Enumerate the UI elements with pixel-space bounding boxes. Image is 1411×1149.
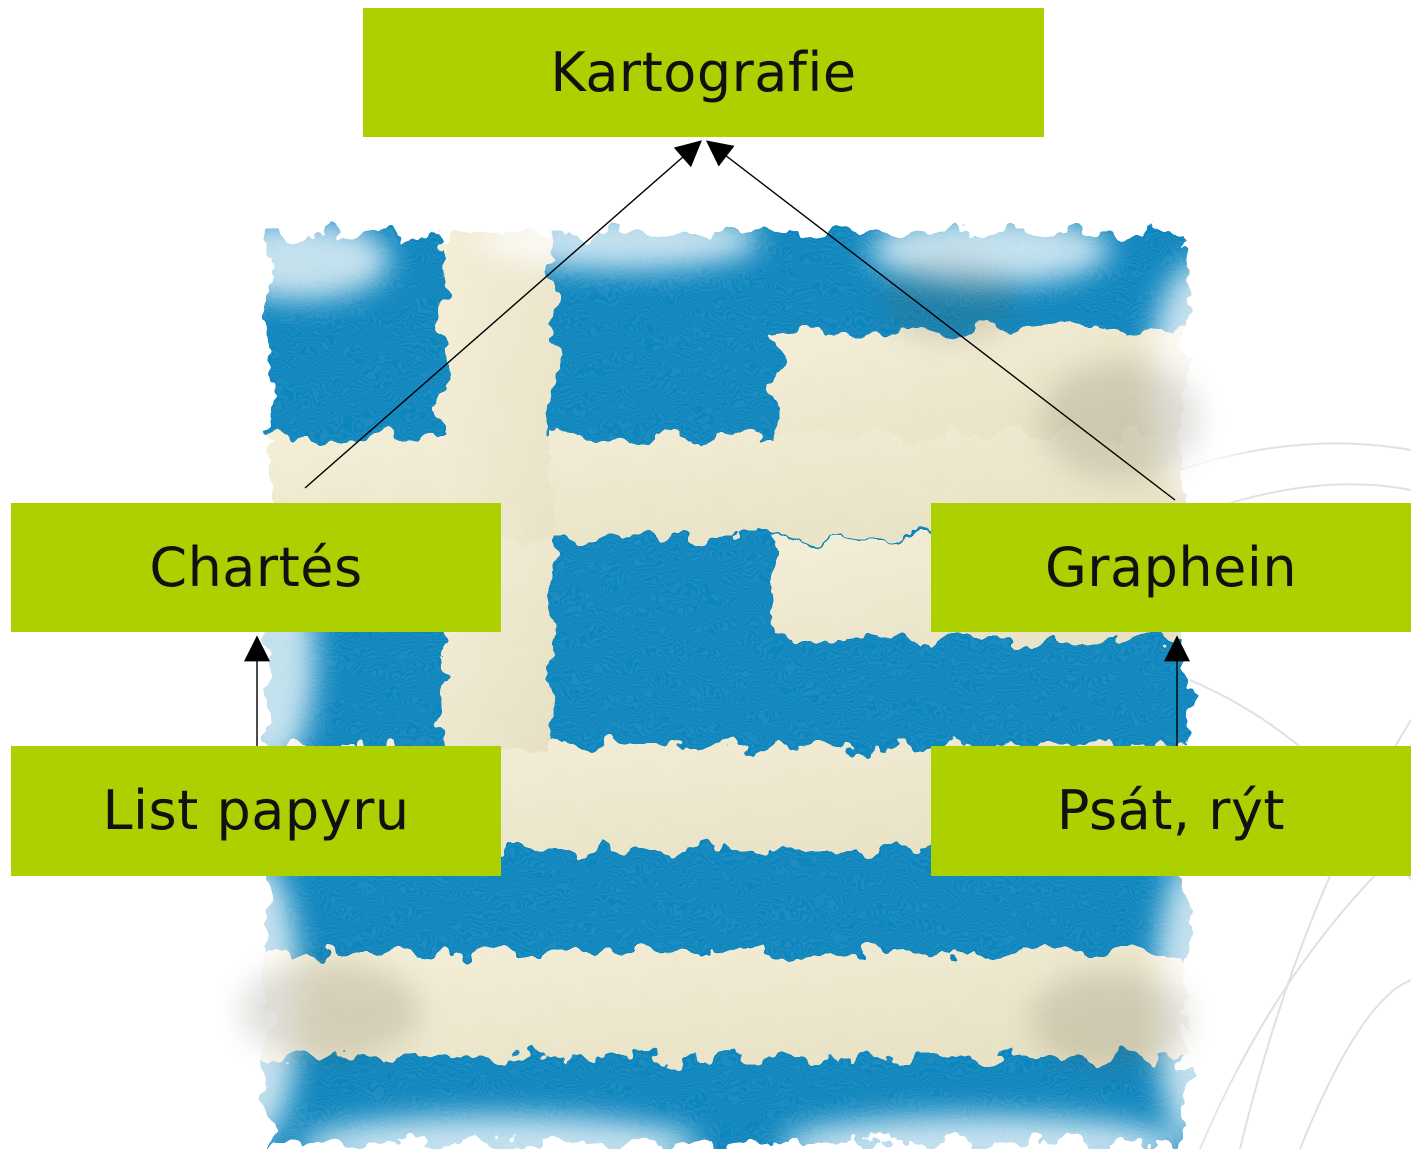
node-chartes: Chartés — [11, 503, 501, 632]
arrow-chartes-to-kartografie — [304, 140, 702, 489]
node-graphein-label: Graphein — [1044, 535, 1298, 599]
arrow-graphein-to-kartografie — [705, 140, 1176, 501]
node-psat-ryt: Psát, rýt — [931, 746, 1411, 876]
dark-smudge-texture — [240, 260, 1200, 1070]
node-chartes-label: Chartés — [149, 535, 363, 599]
node-list-papyru-label: List papyru — [102, 779, 410, 842]
node-psat-ryt-label: Psát, rýt — [1056, 779, 1286, 842]
node-graphein: Graphein — [931, 503, 1411, 632]
node-list-papyru: List papyru — [11, 746, 501, 876]
node-kartografie: Kartografie — [363, 8, 1044, 137]
node-kartografie-label: Kartografie — [550, 40, 857, 104]
